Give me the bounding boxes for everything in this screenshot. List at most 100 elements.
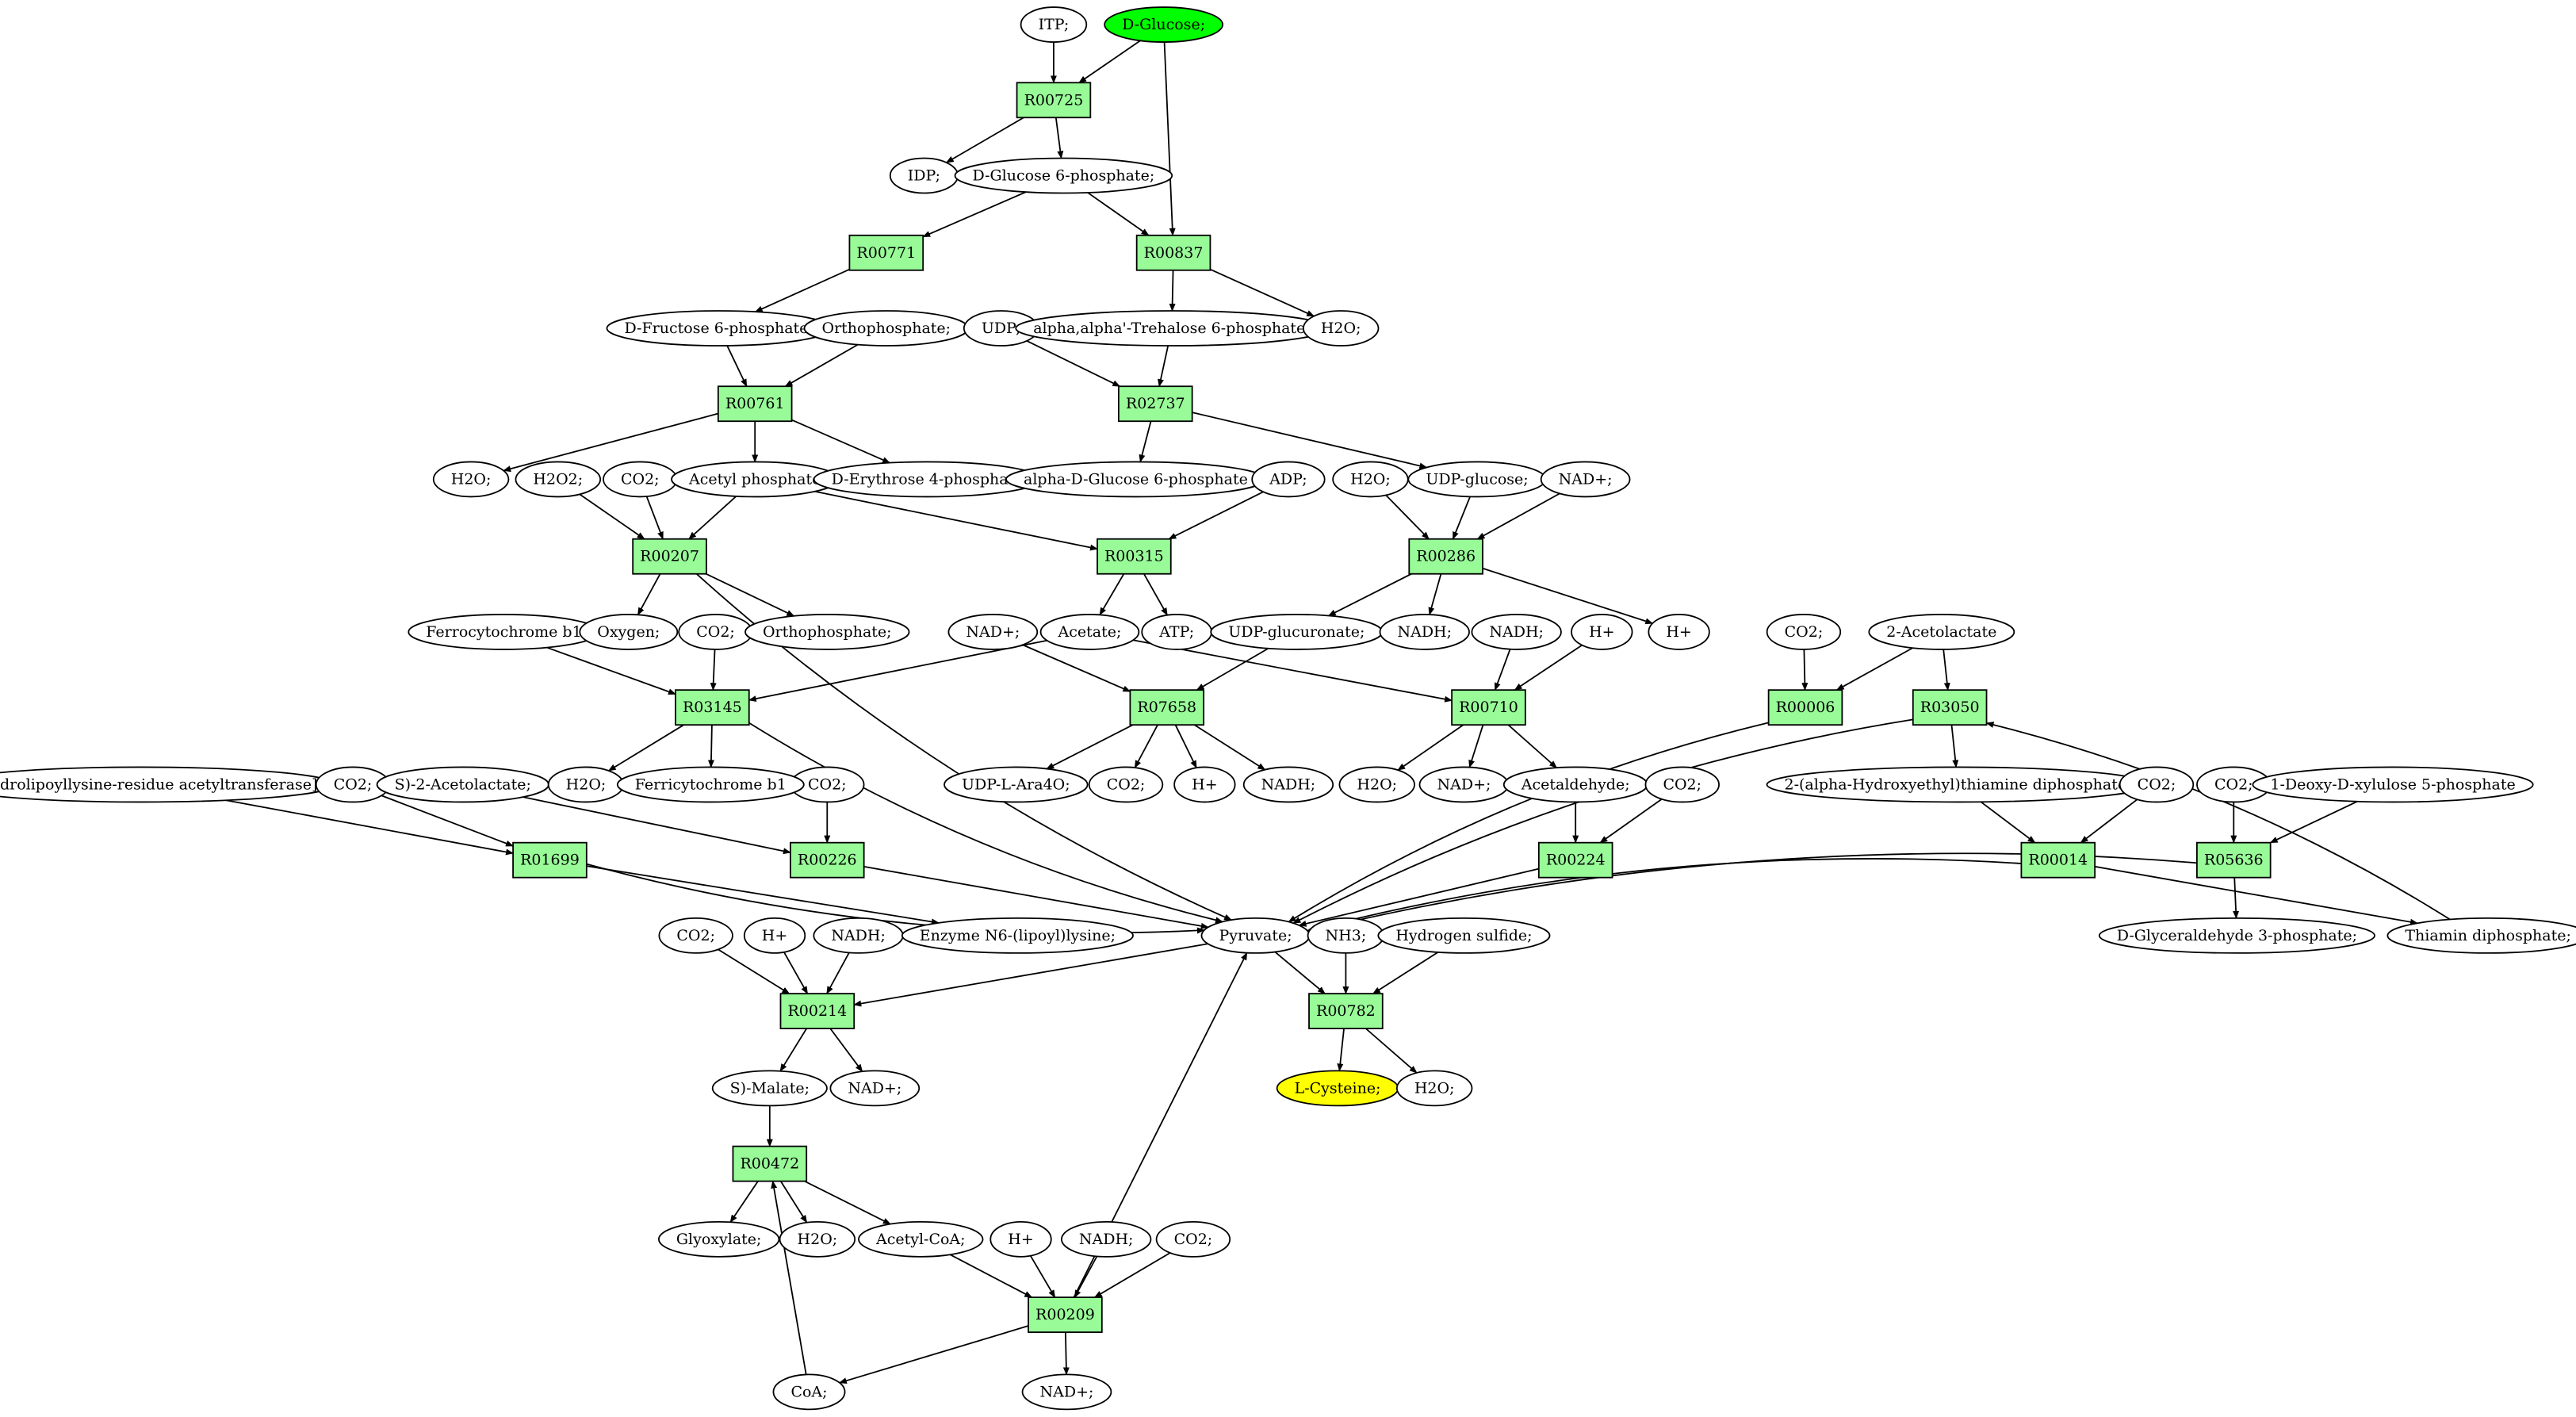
reaction-box [1537,841,1613,879]
compound-ellipse [657,1220,780,1258]
edge-nadp1-to-r00286 [1476,492,1560,540]
edge-co2_3-to-r00006 [1801,649,1809,691]
node-acetate: Acetate; [1039,614,1140,650]
edge-ortho1-to-r00761 [784,343,859,388]
edge-tpp-to-r03050 [1985,722,2451,921]
node-label: CO2; [1663,776,1701,793]
node-h2s: Hydrogen sulfide; [1377,917,1551,954]
node-label: H2O; [1350,470,1391,488]
node-co2_10: CO2; [658,917,733,954]
compound-ellipse [1766,614,1842,650]
node-r00224: R00224 [1537,841,1613,879]
edge-udpg-to-r00286 [1452,496,1471,540]
node-nadh3: NADH; [1242,766,1334,803]
compound-ellipse [1251,461,1326,498]
node-label: Thiamin diphosphate; [2405,927,2571,944]
edge-r00472-to-h2o_g [779,1181,808,1224]
compound-ellipse [1377,917,1551,954]
compound-ellipse [1242,766,1334,803]
node-label: H2O; [1414,1079,1455,1097]
node-label: R01699 [520,852,580,869]
reaction-box [1451,689,1526,726]
node-ferri: Ferricytochrome b1 [616,766,805,803]
reaction-box [632,538,707,575]
node-r05636: R05636 [2195,841,2272,879]
reaction-box [1016,82,1092,119]
node-oxygen: Oxygen; [579,614,679,650]
node-idp: IDP; [889,157,959,194]
edge-r00725-to-idp [945,117,1024,163]
node-label: R00725 [1024,91,1084,109]
node-h2o2: H2O2; [515,461,602,498]
node-label: NAD+; [848,1079,901,1097]
node-label: H+ [1192,776,1218,793]
edge-r07658-to-hplus3 [1174,724,1197,769]
node-label: Orthophosphate; [763,623,892,641]
node-nadh5: NADH; [1060,1220,1152,1258]
node-label: D-Glucose 6-phosphate; [973,167,1155,184]
node-nadp2: NAD+; [947,614,1039,650]
node-label: H+ [1666,623,1692,641]
reaction-box [1118,385,1193,423]
edge-r00014-to-tpp [2095,865,2418,925]
node-label: R00226 [798,852,857,869]
node-label: L-Cysteine; [1295,1079,1381,1097]
compound-ellipse [744,614,910,650]
node-udpgluc: UDP-glucuronate; [1210,614,1384,650]
node-label: D-Erythrose 4-phosphate [832,470,1024,488]
reaction-box [1912,689,1988,726]
node-ortho1: Orthophosphate; [803,310,969,347]
edge-r00224-to-pyruvate [1298,867,1540,927]
node-label: NAD+; [1040,1383,1094,1400]
node-lipoyl: Enzyme N6-(lipoyl)lysine; [901,917,1134,954]
edge-pyruvate-to-r00214 [853,943,1208,1007]
compound-ellipse [515,461,602,498]
node-label: CO2; [1785,623,1824,641]
edge-co2_10-to-r00214 [718,948,790,994]
edge-acp-to-r00207 [688,496,737,540]
edge-r00209-to-coa [838,1325,1029,1384]
node-label: R00209 [1035,1306,1095,1323]
compound-ellipse [944,766,1089,803]
node-nadp3: NAD+; [1418,766,1510,803]
edge-r00286-to-udpgluc [1327,573,1412,617]
edge-r00207-to-oxygen [637,573,661,616]
node-label: R00837 [1144,244,1204,262]
compound-ellipse [432,461,510,498]
reaction-box [1028,1296,1103,1333]
node-co2_6: CO2; [1088,766,1164,803]
node-label: Acetyl-CoA; [875,1231,966,1248]
edge-r00214-to-smalate [779,1028,808,1072]
node-label: H+ [1008,1231,1034,1248]
node-label: NAD+; [966,623,1020,641]
node-label: 2-(alpha-Hydroxyethyl)thiamine diphospha… [1785,776,2132,793]
node-label: Acetyl phosphate [688,470,821,488]
node-smalate: S)-Malate; [711,1070,828,1107]
reaction-box [1408,538,1483,575]
reaction-box [848,234,924,271]
node-r03145: R03145 [675,689,750,726]
edge-r03145-to-pyruvate [748,722,1224,924]
node-label: R00472 [740,1155,799,1173]
compound-ellipse [1338,766,1415,803]
node-dglucose: D-Glucose; [1104,6,1224,43]
compound-ellipse [1021,1373,1112,1411]
edge-r00761-to-h2o_b [503,412,719,473]
node-label: D-Glyceraldehyde 3-phosphate; [2117,927,2357,944]
node-label: R00710 [1459,699,1518,716]
node-label: CO2; [808,776,847,793]
node-r00207: R00207 [632,538,707,575]
edge-r00837-to-h2o_a [1210,268,1315,317]
edge-r00710-to-h2o_e [1397,724,1464,771]
node-h2o_g: H2O; [779,1220,856,1258]
edge-co2_1-to-r00207 [645,496,664,540]
node-r00006: R00006 [1767,689,1843,726]
edge-co2_2-to-r03145 [710,649,717,691]
edge-r00214-to-nadp4 [829,1028,863,1073]
edge-nadh2-to-r00710 [1494,649,1511,691]
edge-nadh4-to-r00214 [826,952,850,994]
compound-ellipse [779,1220,856,1258]
node-label: CO2; [1107,776,1146,793]
node-label: R03050 [1920,699,1980,716]
node-co2_11: CO2; [1155,1220,1231,1258]
